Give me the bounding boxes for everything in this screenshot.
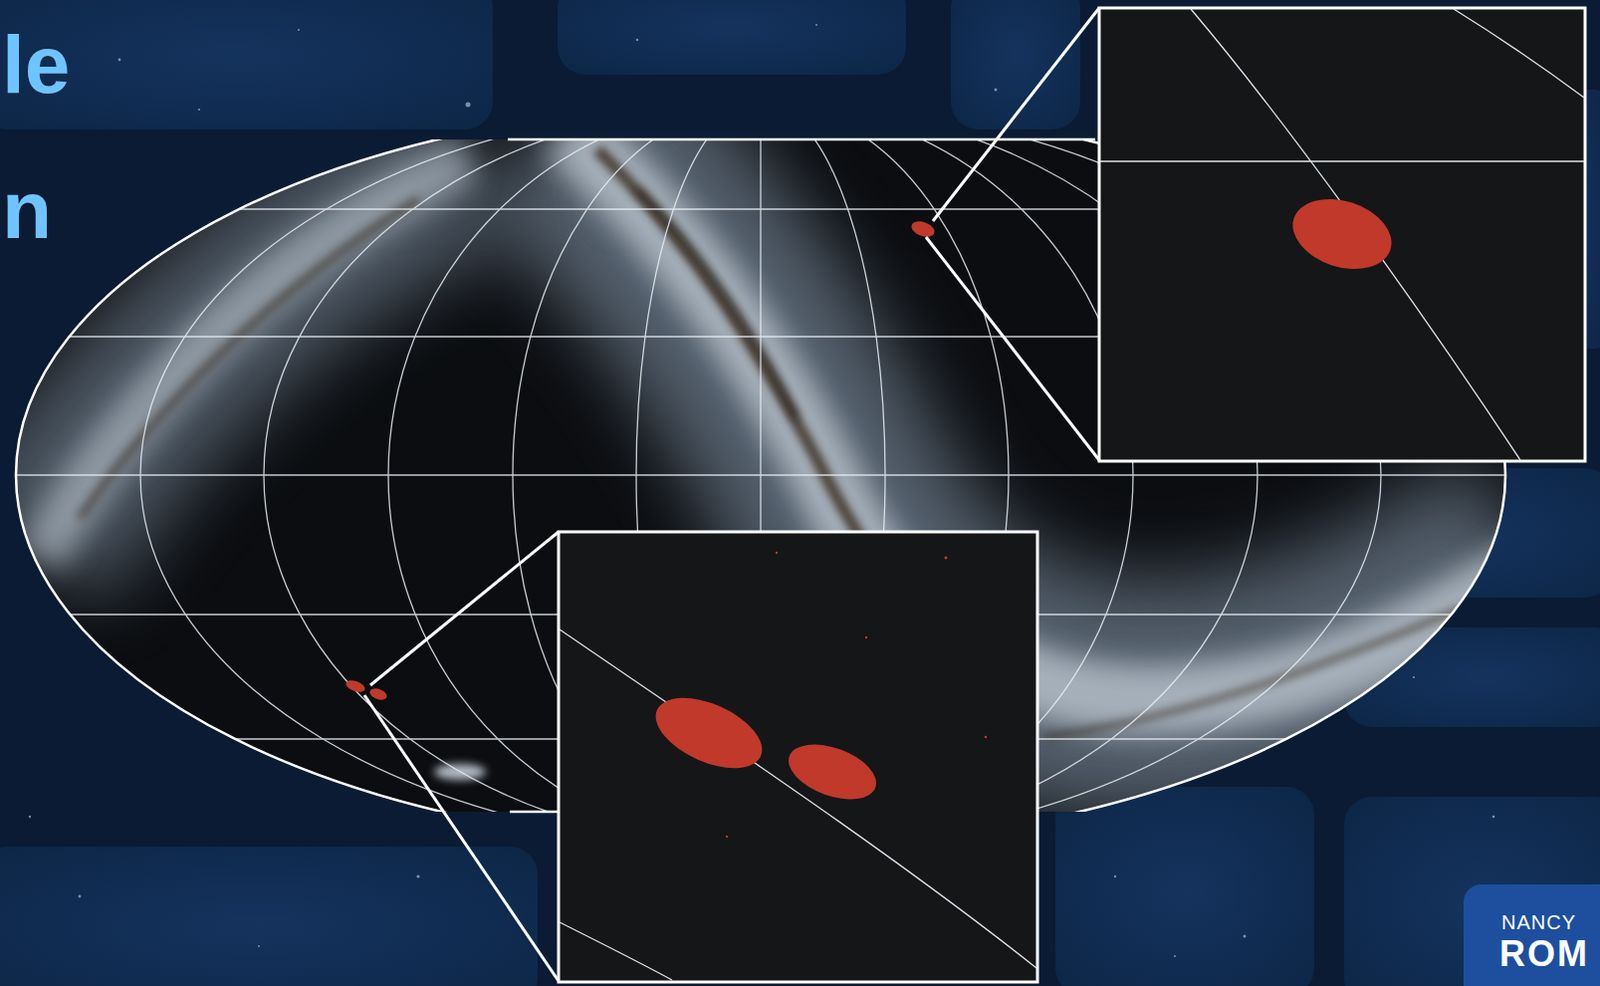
logo-text: ROM [1499, 935, 1590, 972]
field-marker [368, 685, 389, 702]
title-fragment: n [1, 169, 52, 251]
logo-tile [1463, 884, 1600, 986]
map-edge [507, 138, 1096, 142]
zoom-inset [558, 531, 1038, 982]
zoom-inset [1099, 7, 1586, 461]
field-marker [344, 678, 367, 694]
title-fragment: le [1, 23, 70, 106]
field-marker [909, 218, 936, 239]
zoom-lines [364, 7, 1100, 981]
logo-text: NANCY [1501, 912, 1577, 932]
